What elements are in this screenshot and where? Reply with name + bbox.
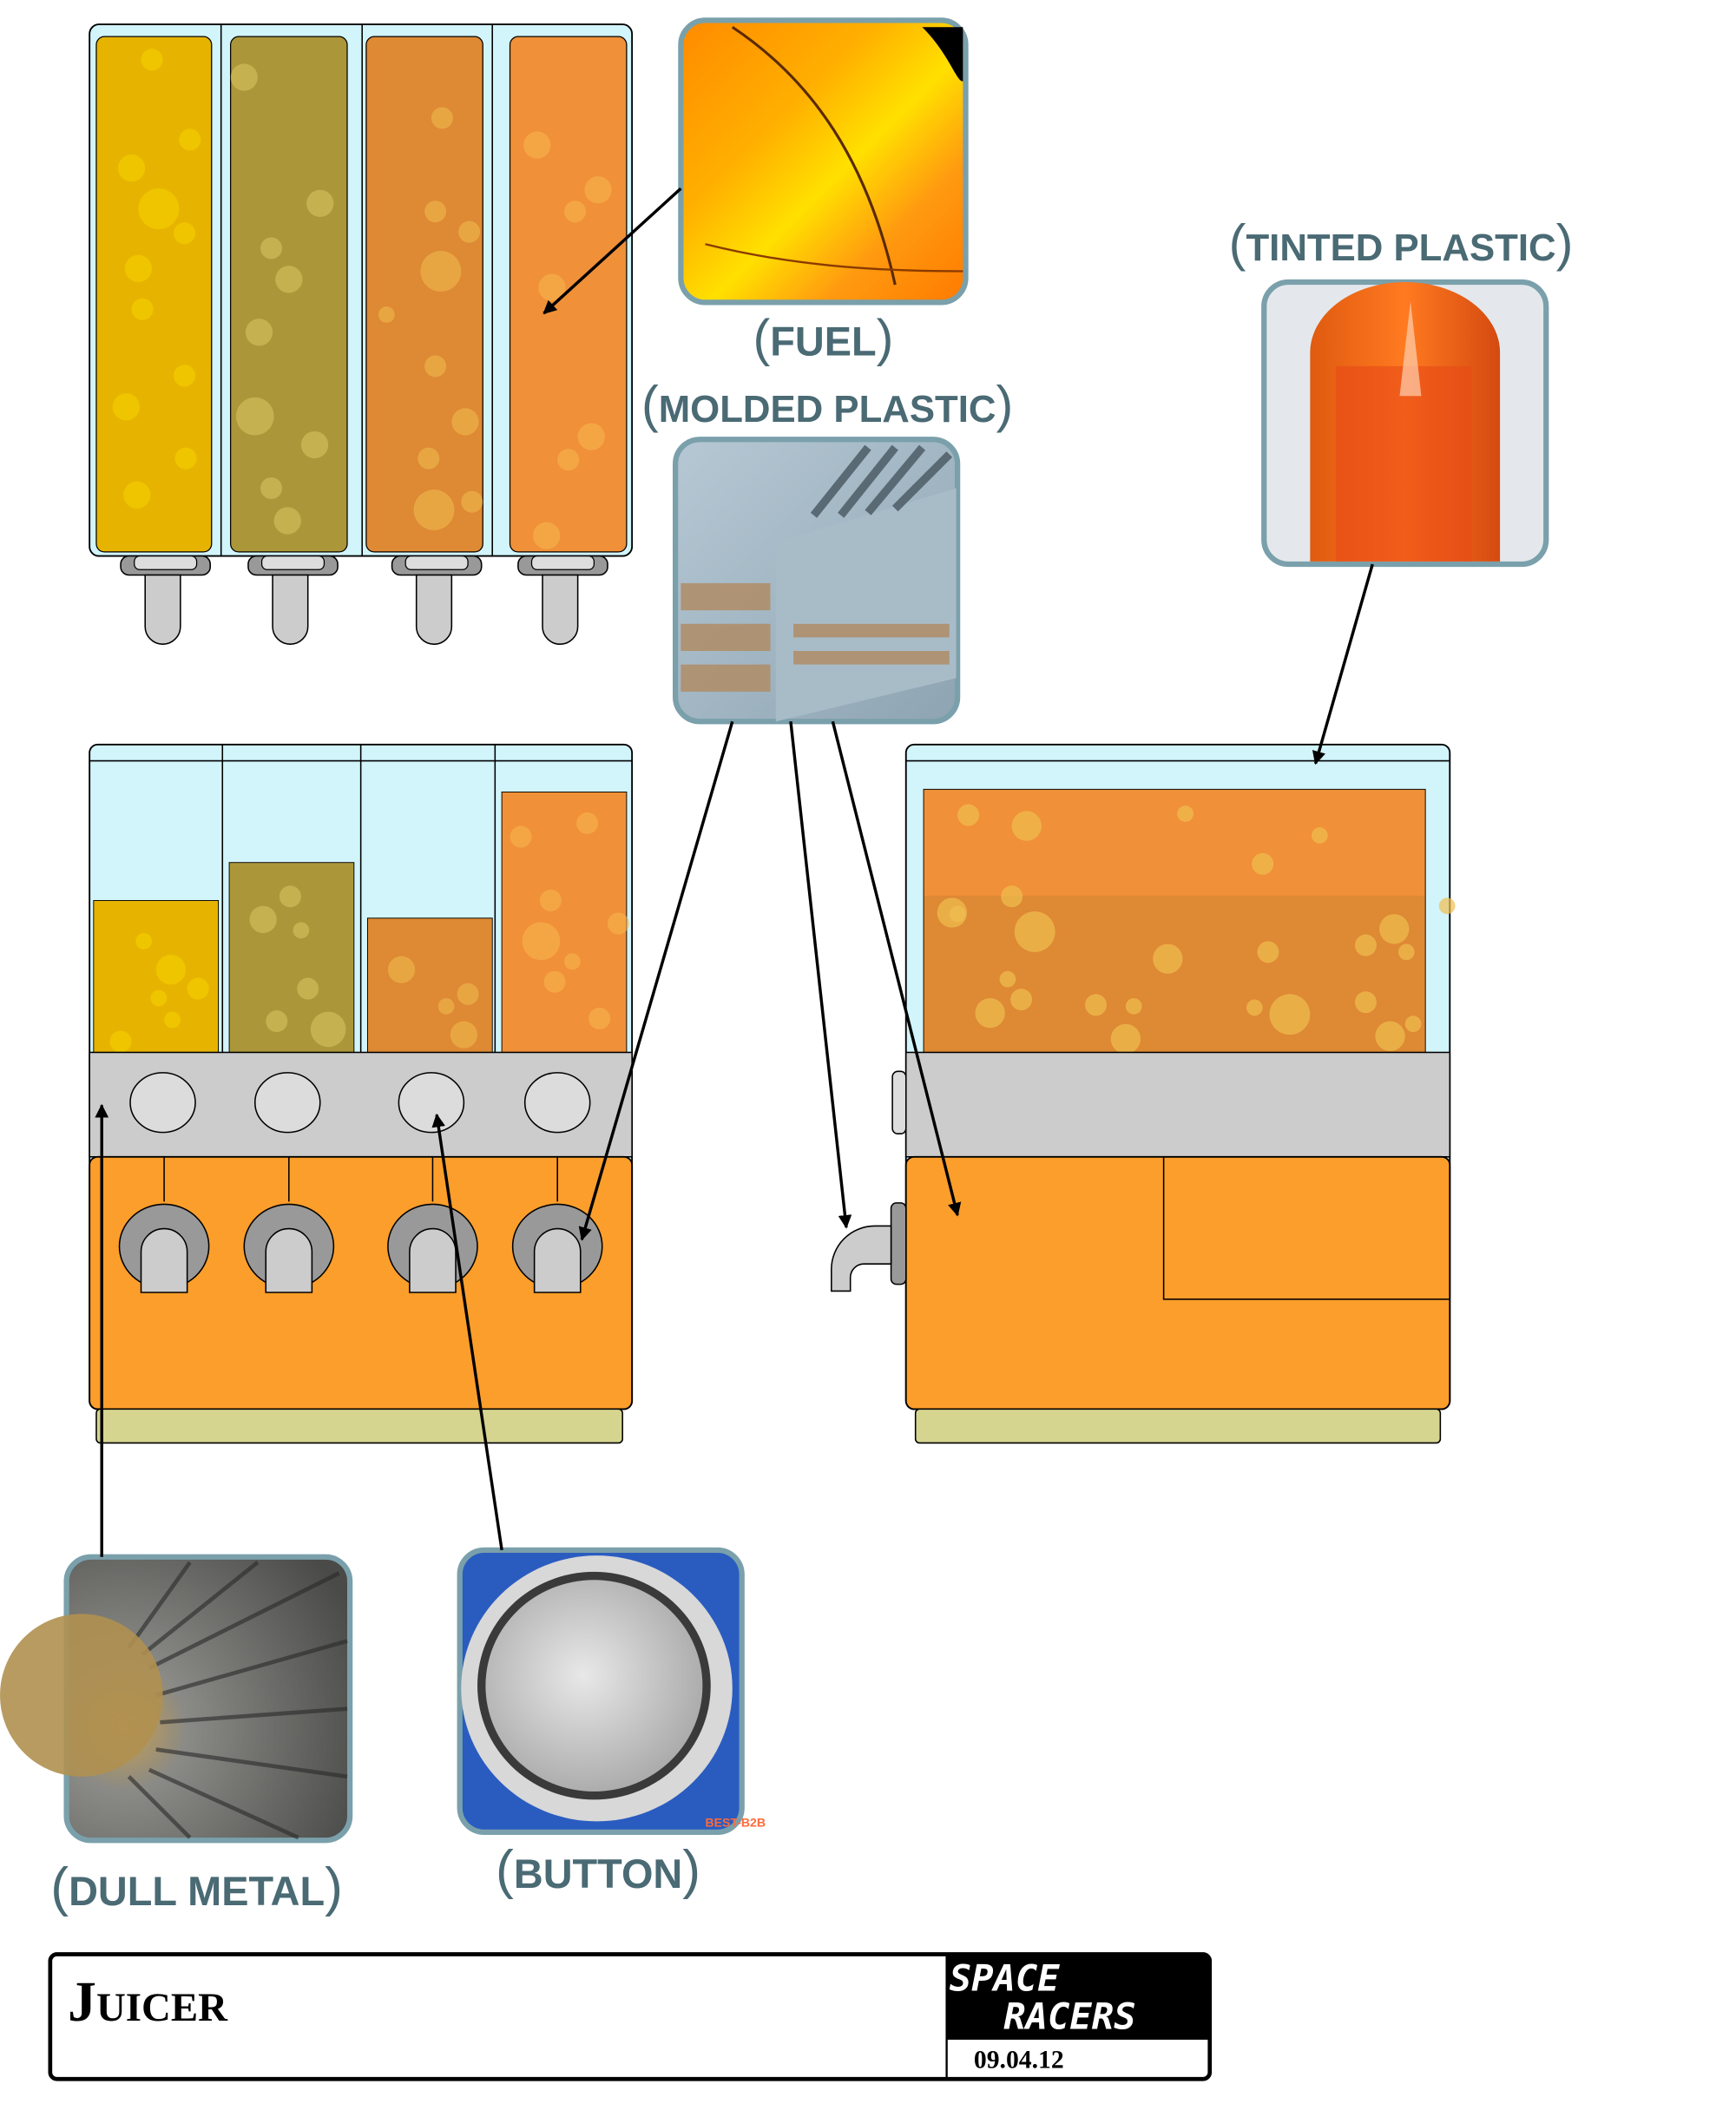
front-buttons	[129, 1072, 591, 1134]
logo-panel	[946, 1956, 1209, 2040]
side-view	[831, 743, 1456, 1444]
label-molded-plastic: (MOLDED PLASTIC)	[641, 375, 1013, 433]
swatch-tinted-plastic: (TINTED PLASTIC)	[1229, 214, 1574, 568]
juice-button-2[interactable]	[253, 1072, 321, 1134]
front-tank-yellow	[93, 900, 220, 1053]
top-view	[89, 23, 634, 645]
arrow-plastic-side-spout	[789, 721, 852, 1229]
swatch-dull-metal: (DULL METAL)	[0, 1554, 353, 1917]
top-bubbles	[112, 49, 612, 549]
label-dull-metal: (DULL METAL)	[50, 1857, 343, 1917]
watermark: BEST-B2B	[706, 1816, 766, 1830]
side-control-band	[904, 1051, 1451, 1158]
arrow-tinted-plastic	[1312, 563, 1374, 766]
side-bubbles	[937, 804, 1456, 1055]
swatch-fuel: (FUEL)	[678, 17, 969, 366]
top-tank-yellow	[95, 36, 213, 553]
side-drip-tray-panel	[1162, 1155, 1451, 1300]
logo-space: SPACE	[950, 1957, 1061, 2000]
arrow-plastic-body	[831, 720, 962, 1217]
front-base	[95, 1408, 623, 1444]
front-spouts	[118, 1156, 603, 1293]
sheet-date: 09.04.12	[974, 2047, 1064, 2074]
arrow-plastic-spout	[578, 720, 734, 1241]
juice-button-4[interactable]	[523, 1072, 591, 1134]
top-tank-olive	[230, 36, 348, 553]
arrow-button	[431, 1113, 503, 1551]
callout-arrows	[95, 187, 1374, 1557]
swatch-molded-plastic: (MOLDED PLASTIC)	[641, 375, 1013, 725]
juice-button-3[interactable]	[398, 1072, 465, 1134]
label-tinted-plastic: (TINTED PLASTIC)	[1229, 214, 1574, 272]
label-fuel: (FUEL)	[753, 308, 893, 366]
logo-racers: RACERS	[1003, 1995, 1135, 2037]
swatch-button: BEST-B2B (BUTTON)	[457, 1547, 766, 1900]
top-tank-orange	[509, 36, 628, 553]
front-bubbles	[109, 812, 630, 1053]
juice-button-1[interactable]	[129, 1072, 196, 1134]
side-base	[914, 1408, 1442, 1444]
arrow-fuel	[542, 187, 682, 315]
top-spouts	[120, 555, 608, 645]
label-button: (BUTTON)	[496, 1839, 700, 1900]
title-block: JUICER SPACE RACERS 09.04.12	[48, 1952, 1213, 2081]
side-spout	[831, 1225, 892, 1292]
side-body	[904, 1155, 1451, 1410]
sheet-title: JUICER	[68, 1971, 228, 2034]
front-view	[89, 743, 634, 1444]
top-tank-orange-dark	[365, 36, 483, 553]
